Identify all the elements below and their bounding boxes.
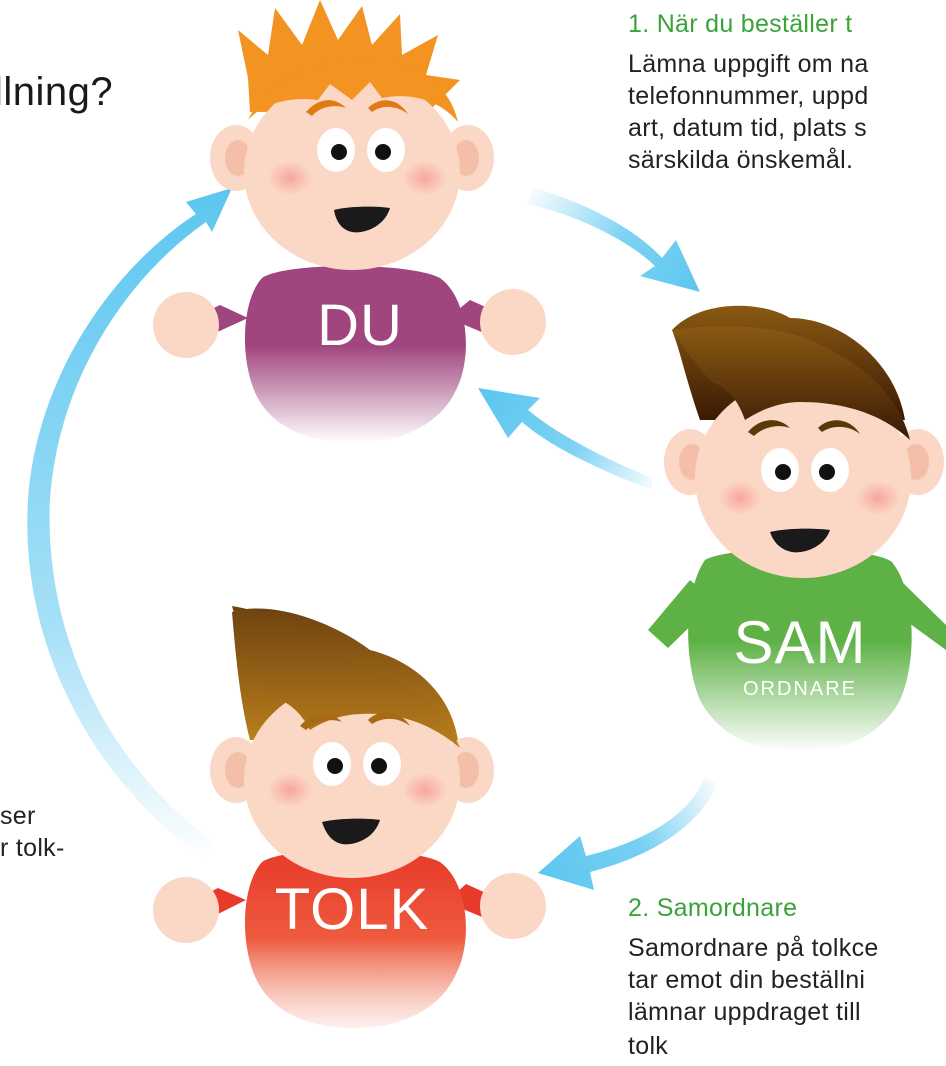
step2-line-1: Samordnare på tolkce	[628, 934, 879, 962]
step2-line-4: tolk	[628, 1032, 669, 1060]
head-tolk	[244, 682, 460, 878]
page-title: llning?	[0, 70, 114, 114]
step2-line-2: tar emot din beställni	[628, 966, 866, 994]
arrow-samordnare-to-tolk	[538, 779, 718, 890]
mouth-tolk	[322, 818, 380, 845]
shirt-du	[244, 266, 466, 443]
hand-right-tolk	[480, 873, 546, 939]
character-samordnare	[648, 305, 946, 752]
label-tolk: TOLK	[274, 877, 430, 942]
step1-heading: 1. När du beställer t	[628, 10, 853, 38]
left-text-line-1: ser	[0, 802, 36, 830]
mouth-samordnare	[770, 528, 830, 553]
step2-heading: 2. Samordnare	[628, 894, 798, 922]
hand-right	[480, 289, 546, 355]
step2-line-3: lämnar uppdraget till	[628, 998, 861, 1026]
hand-left	[153, 292, 219, 358]
shirt-samordnare	[688, 548, 912, 752]
shirt-tolk	[244, 850, 466, 1028]
arrow-samordnare-to-du	[478, 388, 652, 490]
head-samordnare	[695, 378, 911, 578]
step1-line-1: Lämna uppgift om na	[628, 50, 869, 78]
left-text-line-2: r tolk-	[0, 834, 65, 862]
head-du	[244, 74, 460, 270]
label-du: DU	[317, 293, 403, 358]
arrow-du-to-samordnare	[527, 188, 700, 292]
mouth-du	[334, 206, 390, 233]
label-samordnare-sub: ORDNARE	[742, 678, 857, 700]
hand-left-tolk	[153, 877, 219, 943]
character-tolk	[153, 606, 546, 1028]
step1-line-2: telefonnummer, uppd	[628, 82, 869, 110]
arrow-tolk-to-du	[27, 188, 232, 860]
step1-line-3: art, datum tid, plats s	[628, 114, 867, 142]
label-samordnare: SAM	[733, 609, 867, 676]
character-du	[153, 0, 546, 443]
step1-line-4: särskilda önskemål.	[628, 146, 854, 174]
